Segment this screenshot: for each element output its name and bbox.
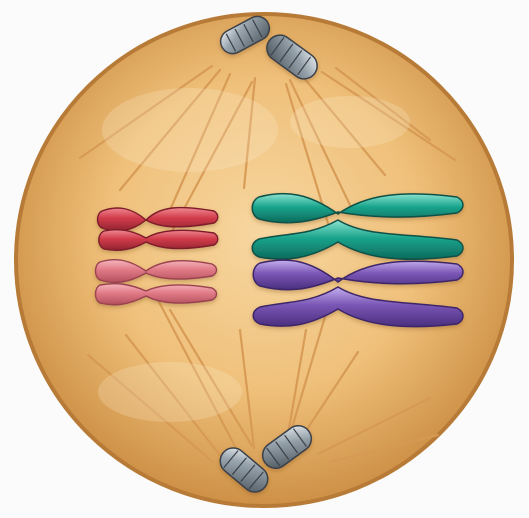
cell-membrane <box>16 14 512 506</box>
